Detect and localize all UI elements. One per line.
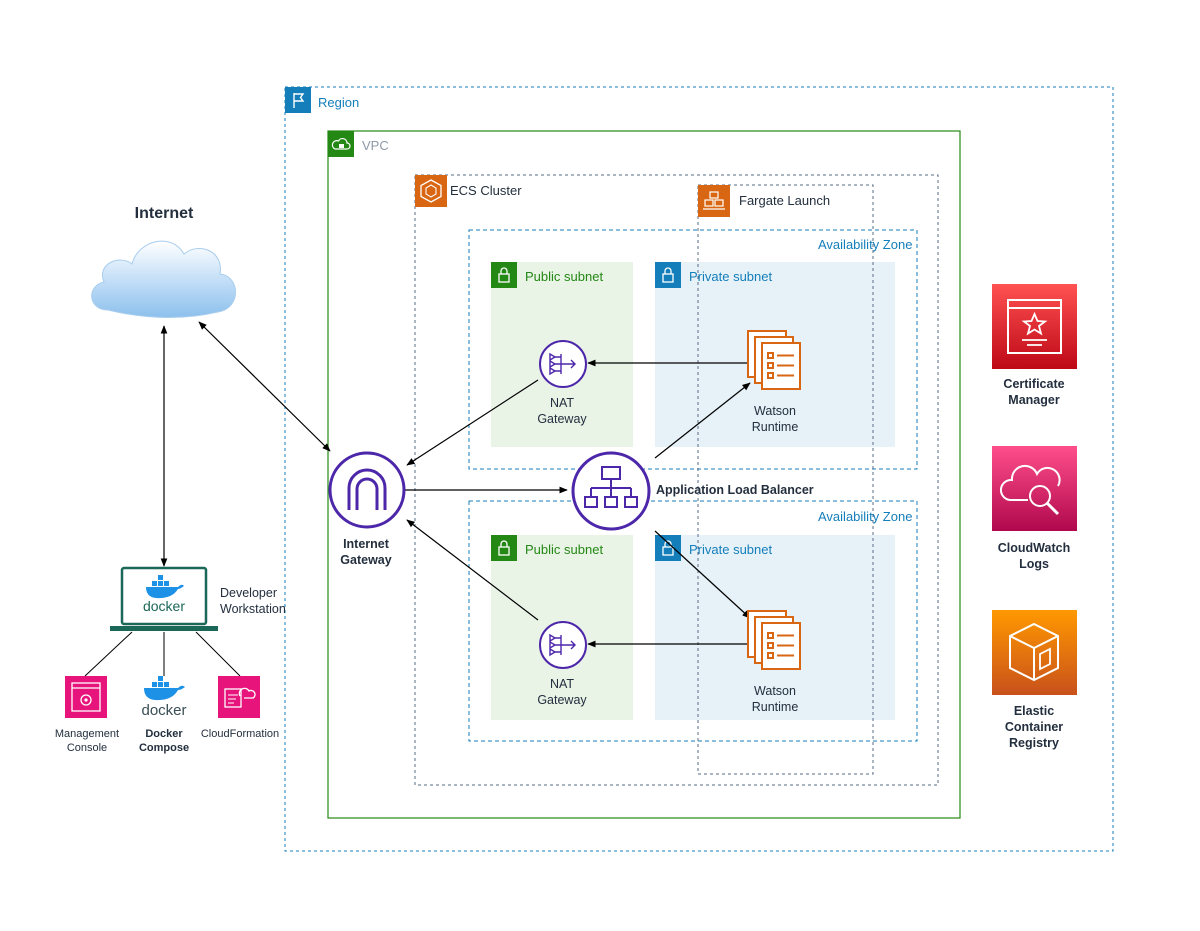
- docker-whale-icon: [142, 575, 186, 604]
- watson-runtime-2-icon[interactable]: [746, 609, 804, 673]
- ecs-cluster-icon: [415, 175, 447, 207]
- internet-gateway-label: Internet Gateway: [340, 537, 392, 567]
- internet-gateway-icon[interactable]: [327, 450, 407, 530]
- fargate-icon: [698, 185, 730, 217]
- arrow-nat1-igw: [406, 379, 539, 466]
- private-subnet-1-label: Private subnet: [689, 269, 773, 284]
- fargate-label: Fargate Launch: [739, 193, 831, 208]
- private-subnet-2-lock-icon: [655, 535, 681, 561]
- public-subnet-1-label: Public subnet: [525, 269, 604, 284]
- public-subnet-2-label: Public subnet: [525, 542, 604, 557]
- availability-zone-2-boundary: [468, 500, 918, 742]
- cloudformation-icon: [218, 676, 260, 718]
- application-load-balancer-icon[interactable]: [569, 450, 653, 532]
- arrow-alb-watson1: [654, 382, 751, 459]
- private-subnet-1-lock-icon: [655, 262, 681, 288]
- certificate-manager-icon[interactable]: [992, 284, 1077, 369]
- nat-gateway-1-label: NAT Gateway: [537, 396, 587, 426]
- application-load-balancer-label: Application Load Balancer: [656, 483, 814, 497]
- public-subnet-1-lock-icon: [491, 262, 517, 288]
- watson-runtime-1-label: Watson Runtime: [751, 404, 799, 434]
- fargate-launch-boundary: [697, 184, 874, 775]
- arrow-internet-igw: [198, 321, 331, 452]
- internet-cloud-icon: [91, 240, 236, 319]
- elastic-container-registry-label: Elastic Container Registry: [1004, 704, 1064, 750]
- watson-runtime-2-label: Watson Runtime: [751, 684, 799, 714]
- public-subnet-2-lock-icon: [491, 535, 517, 561]
- availability-zone-1-boundary: [468, 229, 918, 470]
- workstation-docker-text: docker: [142, 598, 186, 614]
- vpc-boundary: [327, 130, 961, 819]
- arrow-alb-watson2: [654, 530, 751, 619]
- ecs-cluster-boundary: [414, 174, 939, 786]
- developer-workstation-label: Developer Workstation: [220, 586, 286, 616]
- availability-zone-2-label: Availability Zone: [818, 509, 913, 524]
- nat-gateway-1-icon[interactable]: [537, 339, 589, 389]
- nat-gateway-2-icon[interactable]: [537, 620, 589, 670]
- elastic-container-registry-icon[interactable]: [992, 610, 1077, 695]
- watson-runtime-1-icon[interactable]: [746, 329, 804, 393]
- management-console-label: Management Console: [54, 728, 120, 754]
- nat-gateway-2-label: NAT Gateway: [537, 677, 587, 707]
- management-console-icon: [65, 676, 107, 718]
- vpc-label: VPC: [362, 138, 389, 153]
- arrow-nat2-igw: [406, 519, 539, 621]
- cloudformation-label: CloudFormation: [200, 728, 280, 740]
- certificate-manager-label: Certificate Manager: [1003, 377, 1065, 407]
- region-boundary: [284, 86, 1114, 852]
- ecs-cluster-label: ECS Cluster: [450, 183, 522, 198]
- vpc-cloud-lock-icon: [328, 131, 354, 157]
- docker-compose-logo-text: docker: [141, 702, 187, 719]
- docker-compose-label: Docker Compose: [138, 728, 190, 754]
- docker-compose-icon: [140, 676, 188, 707]
- line-workstation-cloudformation: [195, 631, 241, 677]
- private-subnet-2-label: Private subnet: [689, 542, 773, 557]
- cloudwatch-logs-icon[interactable]: [992, 446, 1077, 531]
- availability-zone-1-label: Availability Zone: [818, 237, 913, 252]
- region-label: Region: [318, 95, 360, 110]
- line-workstation-console: [84, 631, 133, 677]
- region-flag-icon: [285, 87, 311, 113]
- cloudwatch-logs-label: CloudWatch Logs: [997, 541, 1071, 571]
- internet-title: Internet: [134, 205, 194, 222]
